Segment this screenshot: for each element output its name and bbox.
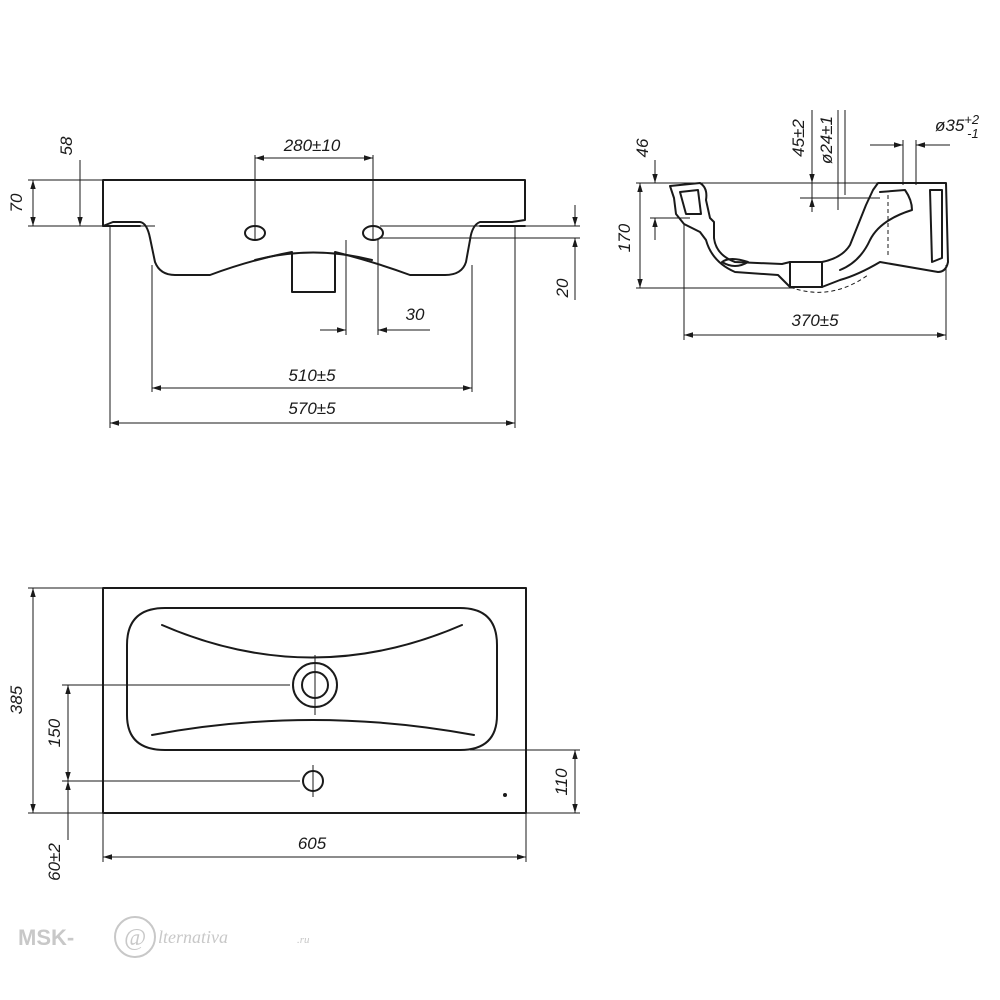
dim-605: 605: [298, 834, 327, 853]
dim-46: 46: [633, 138, 652, 157]
dim-385: 385: [7, 685, 26, 714]
watermark-prefix: MSK-: [18, 925, 74, 950]
dim-35-sub: -1: [967, 126, 979, 141]
front-basin-outline: [102, 179, 526, 293]
dim-58: 58: [57, 136, 76, 155]
dim-110: 110: [552, 768, 571, 796]
front-drain-curve: [254, 251, 373, 261]
side-drain: [789, 261, 823, 288]
top-bowl: [126, 607, 498, 751]
dim-280: 280±10: [283, 136, 341, 155]
dim-35-base: ø35: [935, 116, 965, 135]
dim-60: 60±2: [45, 843, 64, 881]
dim-24: ø24±1: [817, 116, 836, 164]
dim-20: 20: [553, 278, 572, 298]
top-view: 385 150 110 605 60±2: [7, 587, 580, 881]
side-left-rim: [669, 182, 949, 288]
side-rim-hollow: [679, 189, 702, 215]
side-siphon-dashed: [789, 274, 869, 293]
dim-45: 45±2: [789, 119, 808, 157]
dim-35: ø35+2-1: [935, 112, 980, 141]
dim-30: 30: [406, 305, 425, 324]
front-view: 58 70 280±10 20 30 510±5 570±5: [7, 136, 580, 428]
top-bowl-back-curve: [161, 624, 463, 659]
dim-170: 170: [615, 223, 634, 252]
top-marker-dot: [503, 793, 507, 797]
dim-150: 150: [45, 718, 64, 747]
dim-370: 370±5: [791, 311, 839, 330]
side-view: 46 45±2 ø24±1 ø35+2-1 170 370±5: [615, 110, 980, 340]
top-outline: [102, 587, 527, 814]
side-back-wall: [839, 189, 913, 271]
watermark-at: @: [124, 925, 146, 951]
dim-510: 510±5: [288, 366, 336, 385]
dim-70: 70: [7, 193, 26, 212]
dim-570: 570±5: [288, 399, 336, 418]
watermark-at-circle: [114, 916, 156, 958]
watermark: MSK- @ lternativa .ru: [18, 916, 310, 958]
side-overflow-channel: [721, 258, 749, 267]
dim-35-sup: +2: [964, 112, 980, 127]
watermark-name: lternativa: [158, 927, 228, 947]
watermark-domain: .ru: [297, 934, 310, 946]
top-bowl-front-curve: [151, 719, 475, 736]
side-back-hollow: [929, 189, 943, 263]
